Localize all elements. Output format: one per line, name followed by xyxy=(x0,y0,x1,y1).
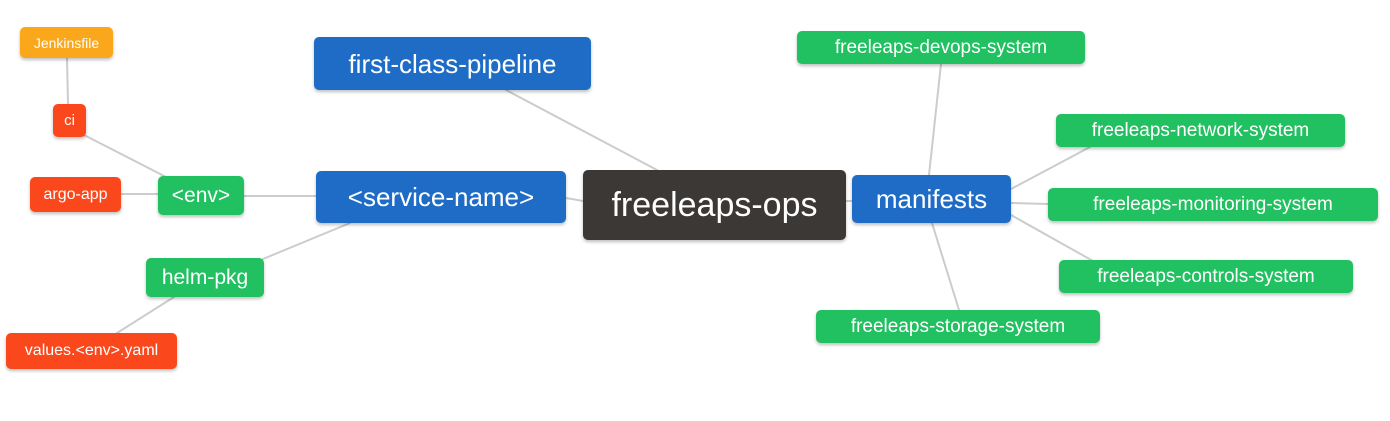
edge-manifests-controls-system xyxy=(1010,214,1094,262)
edge-ci-env xyxy=(83,134,169,179)
node-helm-pkg[interactable]: helm-pkg xyxy=(146,258,264,297)
node-freeleaps-controls-system[interactable]: freeleaps-controls-system xyxy=(1059,260,1353,293)
edge-jenkinsfile-ci xyxy=(66,57,69,105)
edge-manifests-monitoring-system xyxy=(1010,202,1049,205)
edge-helm-pkg-values-env-yaml xyxy=(116,296,175,334)
node-freeleaps-network-system[interactable]: freeleaps-network-system xyxy=(1056,114,1345,147)
node-values-env-yaml[interactable]: values.<env>.yaml xyxy=(6,333,177,369)
edge-service-name-helm-pkg xyxy=(262,222,351,260)
edge-manifests-network-system xyxy=(1010,146,1091,190)
node-env[interactable]: <env> xyxy=(158,176,244,215)
node-freeleaps-ops[interactable]: freeleaps-ops xyxy=(583,170,846,240)
node-freeleaps-monitoring-system[interactable]: freeleaps-monitoring-system xyxy=(1048,188,1378,221)
node-freeleaps-devops-system[interactable]: freeleaps-devops-system xyxy=(797,31,1085,64)
node-argo-app[interactable]: argo-app xyxy=(30,177,121,212)
node-jenkinsfile[interactable]: Jenkinsfile xyxy=(20,27,113,58)
edge-service-name-freeleaps-ops xyxy=(565,197,584,202)
node-service-name[interactable]: <service-name> xyxy=(316,171,566,223)
edge-first-class-pipeline-freeleaps-ops xyxy=(505,89,658,171)
edge-manifests-devops-system xyxy=(928,63,942,176)
node-manifests[interactable]: manifests xyxy=(852,175,1011,223)
edge-manifests-storage-system xyxy=(931,222,960,311)
node-freeleaps-storage-system[interactable]: freeleaps-storage-system xyxy=(816,310,1100,343)
node-first-class-pipeline[interactable]: first-class-pipeline xyxy=(314,37,591,90)
node-ci[interactable]: ci xyxy=(53,104,86,137)
